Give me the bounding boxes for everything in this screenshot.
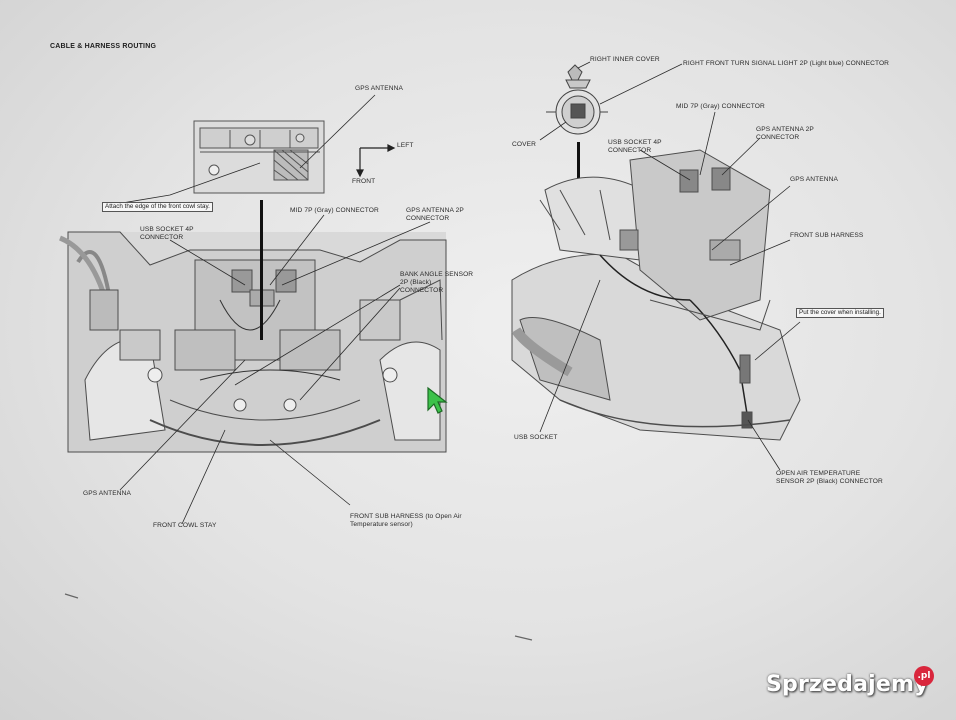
label-bank-angle-1: BANK ANGLE SENSOR: [400, 271, 474, 278]
watermark-brand: Sprzedajemy: [766, 672, 929, 697]
top-inset-drawing: [193, 120, 325, 194]
watermark-logo: Sprzedajemy: [766, 672, 929, 697]
watermark-suffix-badge: .pl: [914, 666, 934, 686]
right-leader-lines: [539, 61, 801, 471]
label-usb-socket-left-2: CONNECTOR: [140, 234, 184, 241]
label-right-inner-cover: RIGHT INNER COVER: [590, 56, 660, 63]
label-gps-antenna-right: GPS ANTENNA: [790, 176, 838, 183]
label-direction-left: LEFT: [397, 142, 414, 149]
paper-marks: [64, 593, 533, 641]
page-title: CABLE & HARNESS ROUTING: [50, 43, 157, 50]
label-bank-angle-2: 2P (Black): [400, 279, 432, 286]
label-gps-2p-left-1: GPS ANTENNA 2P: [406, 207, 464, 214]
label-direction-front: FRONT: [352, 178, 376, 185]
label-open-air-2: SENSOR 2P (Black) CONNECTOR: [776, 478, 883, 485]
label-gps-2p-right-2: CONNECTOR: [756, 134, 800, 141]
left-center-rod: [260, 200, 263, 340]
note-front-cowl-stay: Attach the edge of the front cowl stay.: [102, 202, 213, 212]
label-usb-socket-right-1: USB SOCKET 4P: [608, 139, 662, 146]
left-leader-lines: [103, 94, 431, 525]
label-gps-2p-right-1: GPS ANTENNA 2P: [756, 126, 814, 133]
label-front-sub-harness-left-2: Temperature sensor): [350, 521, 413, 528]
label-bank-angle-3: CONNECTOR: [400, 287, 444, 294]
label-gps-antenna-top: GPS ANTENNA: [355, 85, 403, 92]
label-usb-socket-left-1: USB SOCKET 4P: [140, 226, 194, 233]
label-mid-connector-right: MID 7P (Gray) CONNECTOR: [676, 103, 765, 110]
label-gps-antenna-bottom: GPS ANTENNA: [83, 490, 131, 497]
label-usb-socket-right-2: CONNECTOR: [608, 147, 652, 154]
direction-arrows: [356, 144, 396, 178]
label-turn-signal-connector: RIGHT FRONT TURN SIGNAL LIGHT 2P (Light …: [683, 60, 890, 67]
mouse-cursor-icon: [427, 386, 448, 414]
cover-detail-drawing: [546, 64, 608, 135]
label-usb-socket: USB SOCKET: [514, 434, 558, 441]
label-front-sub-harness-right: FRONT SUB HARNESS: [790, 232, 864, 239]
label-gps-2p-left-2: CONNECTOR: [406, 215, 450, 222]
left-main-drawing: [58, 231, 447, 453]
label-cover: COVER: [512, 141, 536, 148]
note-put-cover: Put the cover when installing.: [796, 308, 884, 318]
right-main-drawing: [511, 149, 801, 441]
label-front-cowl-stay: FRONT COWL STAY: [153, 522, 217, 529]
label-open-air-1: OPEN AIR TEMPERATURE: [776, 470, 861, 477]
label-mid-connector-left: MID 7P (Gray) CONNECTOR: [290, 207, 379, 214]
label-front-sub-harness-left-1: FRONT SUB HARNESS (to Open Air: [350, 513, 462, 520]
